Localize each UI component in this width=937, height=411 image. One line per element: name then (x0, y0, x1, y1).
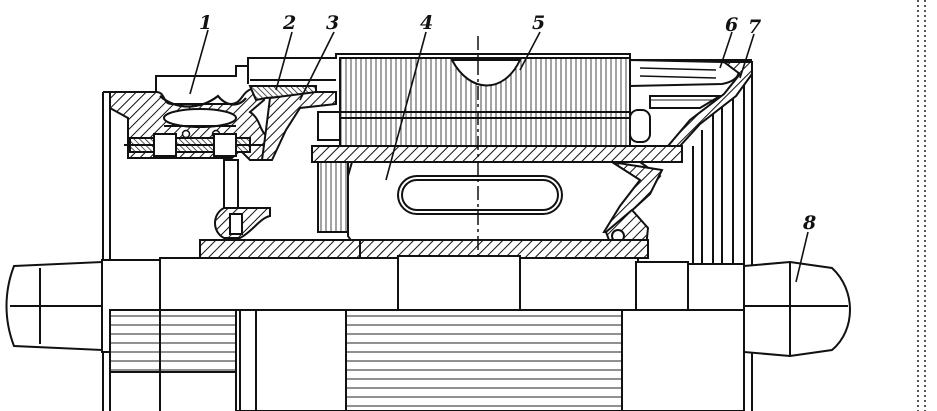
housing-top (155, 53, 752, 92)
part-3-retaining-ring (260, 91, 337, 161)
end-ring-bolt (124, 133, 266, 157)
callout-part-3: 3 (326, 12, 340, 34)
part-8-shaft (5, 255, 851, 411)
callout-part-6: 6 (725, 14, 739, 36)
part-4-hub (311, 145, 683, 249)
callout-part-7: 7 (748, 16, 762, 38)
callout-leaders (189, 29, 809, 283)
part-5-rotor-core (317, 57, 651, 155)
hub-bottom-flange (199, 239, 649, 259)
part-6-winding-end (629, 58, 740, 88)
callout-part-2: 2 (283, 12, 297, 34)
support-spoke (214, 159, 271, 239)
callout-part-8: 8 (803, 212, 817, 234)
page-edge-artifact (917, 0, 926, 411)
callout-part-1: 1 (199, 12, 213, 34)
callout-part-5: 5 (532, 12, 546, 34)
callout-part-4: 4 (420, 12, 434, 34)
